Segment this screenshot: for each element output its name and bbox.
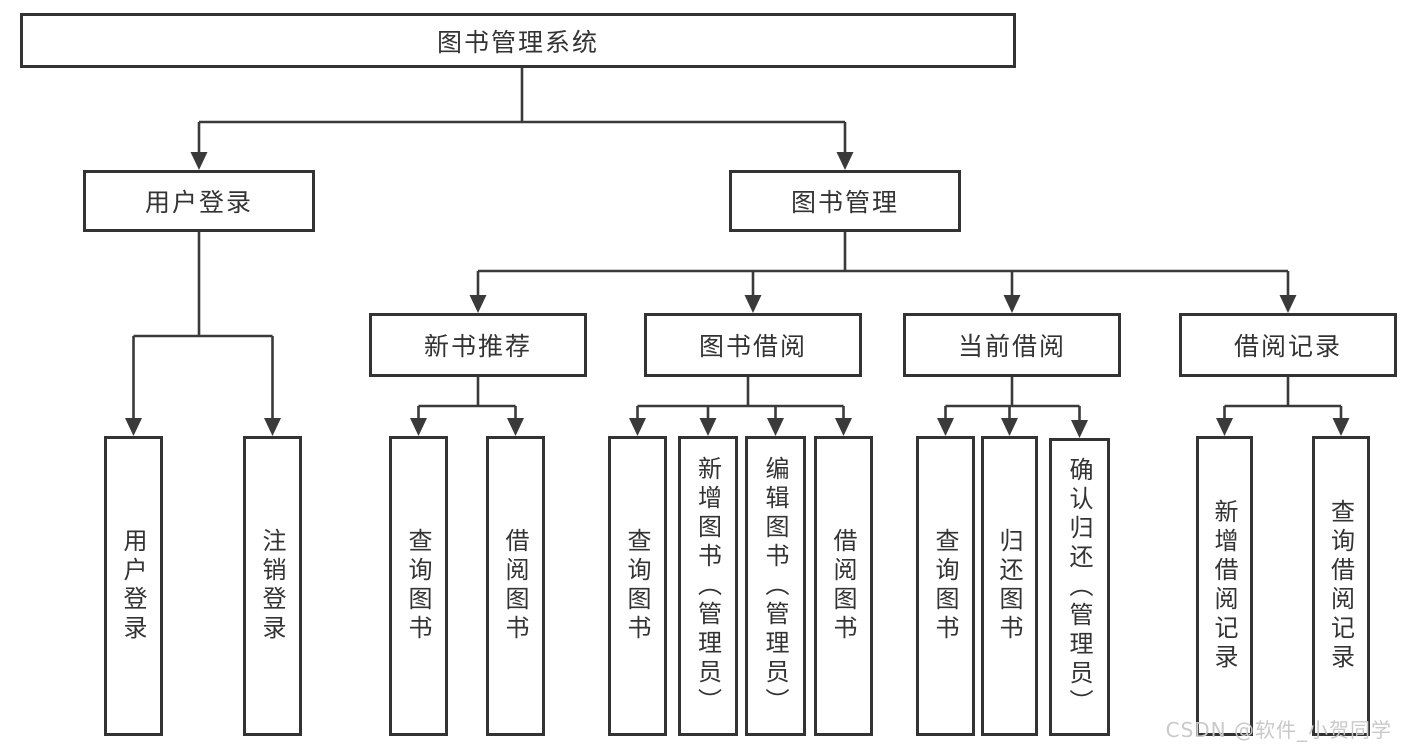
- connector-line: [1223, 377, 1343, 422]
- arrow-down-icon: [937, 418, 954, 436]
- arrow-down-icon: [1003, 295, 1021, 313]
- node-label: 新书推荐: [423, 332, 532, 361]
- node-label: 编辑图书（管理员）: [761, 455, 789, 717]
- connector: [1216, 377, 1350, 436]
- arrow-down-icon: [1216, 418, 1233, 436]
- arrow-down-icon: [507, 418, 524, 436]
- node-book-management-system: 图书管理系统: [20, 13, 1016, 68]
- connector: [190, 68, 854, 170]
- arrow-down-icon: [767, 418, 784, 436]
- arrow-down-icon: [1001, 418, 1018, 436]
- node-label: 图书借阅: [698, 332, 807, 361]
- connector-line: [944, 377, 1081, 424]
- connector-line: [476, 232, 1290, 299]
- connector-line: [417, 377, 517, 422]
- node-borrow-records: 借阅记录: [1179, 313, 1397, 377]
- node-user-login-group: 用户登录: [83, 170, 315, 232]
- node-label: 查询图书: [404, 528, 432, 644]
- leaf-add-borrow-record: 新增借阅记录: [1196, 436, 1253, 736]
- node-current-borrow: 当前借阅: [903, 313, 1121, 377]
- leaf-borrow-books-1: 借阅图书: [486, 436, 545, 736]
- arrow-down-icon: [1071, 420, 1088, 438]
- watermark: CSDN @软件_小贺同学: [1165, 718, 1392, 742]
- node-label: 查询图书: [623, 528, 651, 644]
- node-book-management: 图书管理: [729, 170, 961, 232]
- leaf-query-books-2: 查询图书: [608, 436, 667, 736]
- arrow-down-icon: [744, 295, 762, 313]
- leaf-query-books-3: 查询图书: [916, 436, 975, 736]
- leaf-return-book: 归还图书: [981, 436, 1038, 736]
- node-label: 借阅记录: [1233, 332, 1342, 361]
- node-label: 查询借阅记录: [1326, 499, 1355, 673]
- node-label: 新增图书（管理员）: [693, 455, 722, 717]
- leaf-logout: 注销登录: [243, 436, 302, 736]
- connector-line: [132, 232, 274, 422]
- arrow-down-icon: [125, 418, 142, 436]
- node-label: 图书管理: [790, 188, 899, 217]
- leaf-query-books-1: 查询图书: [389, 436, 448, 736]
- arrow-down-icon: [835, 418, 852, 436]
- node-label: 当前借阅: [957, 332, 1066, 361]
- node-label: 借阅图书: [501, 528, 529, 644]
- node-label: 图书管理系统: [436, 27, 599, 57]
- arrow-down-icon: [410, 418, 427, 436]
- node-label: 用户登录: [119, 528, 147, 644]
- leaf-query-borrow-record: 查询借阅记录: [1312, 436, 1370, 736]
- arrow-down-icon: [629, 418, 646, 436]
- node-label: 查询图书: [931, 528, 959, 644]
- node-label: 确认归还（管理员）: [1065, 456, 1093, 718]
- leaf-borrow-books-2: 借阅图书: [814, 436, 873, 736]
- connector: [469, 232, 1297, 313]
- connector-line: [197, 68, 847, 156]
- connector: [125, 232, 281, 436]
- leaf-confirm-return-admin: 确认归还（管理员）: [1049, 438, 1110, 736]
- node-label: 注销登录: [258, 528, 286, 644]
- arrow-down-icon: [264, 418, 281, 436]
- node-new-book-recommend: 新书推荐: [369, 313, 587, 377]
- node-label: 归还图书: [995, 528, 1023, 644]
- leaf-user-login: 用户登录: [104, 436, 163, 736]
- leaf-add-book-admin: 新增图书（管理员）: [678, 436, 738, 736]
- arrow-down-icon: [190, 152, 208, 170]
- node-label: 借阅图书: [829, 528, 857, 644]
- connector: [410, 377, 524, 436]
- arrow-down-icon: [1332, 418, 1350, 436]
- arrow-down-icon: [1279, 295, 1297, 313]
- arrow-down-icon: [699, 418, 717, 436]
- node-label: 用户登录: [144, 188, 253, 217]
- arrow-down-icon: [836, 152, 854, 170]
- leaf-edit-book-admin: 编辑图书（管理员）: [745, 436, 806, 736]
- node-label: 新增借阅记录: [1210, 499, 1238, 673]
- node-book-borrow: 图书借阅: [644, 313, 862, 377]
- connector-line: [636, 377, 845, 422]
- arrow-down-icon: [469, 295, 487, 313]
- connector: [629, 377, 852, 436]
- connector: [937, 377, 1088, 438]
